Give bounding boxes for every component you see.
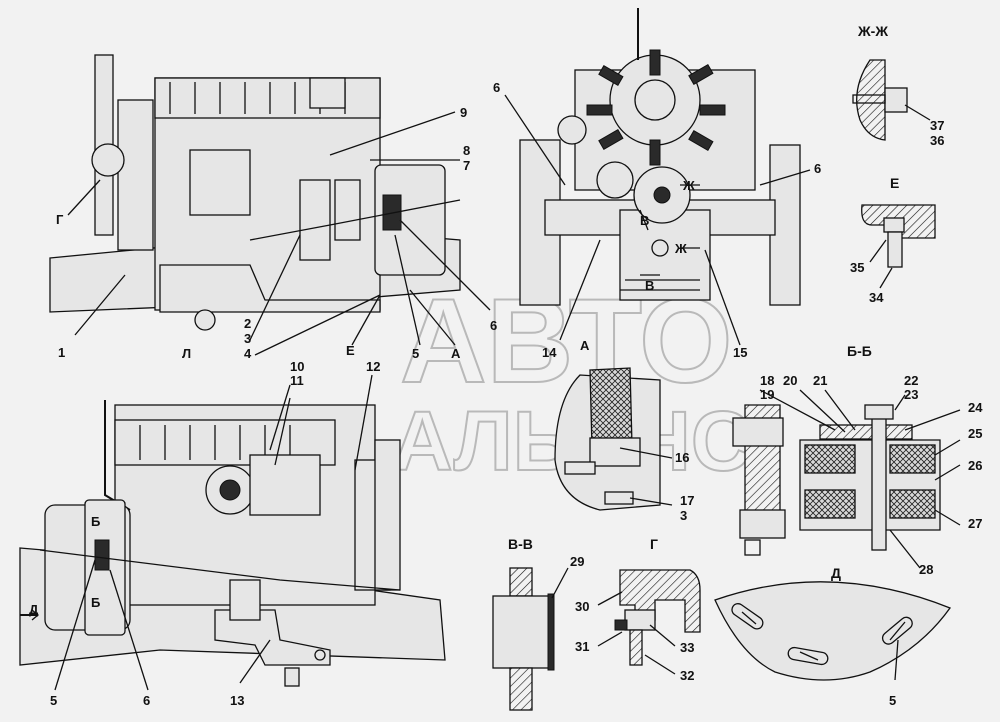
callout-31: 31 bbox=[575, 639, 589, 654]
callout-34: 34 bbox=[869, 290, 884, 305]
title-b-b: Б-Б bbox=[847, 343, 872, 359]
callout-5b: 5 bbox=[50, 693, 57, 708]
callout-36: 36 bbox=[930, 133, 944, 148]
callout-12: 12 bbox=[366, 359, 380, 374]
callout-18: 18 bbox=[760, 373, 774, 388]
callout-30: 30 bbox=[575, 599, 589, 614]
marker-d: Д bbox=[29, 602, 39, 617]
callout-5a: 5 bbox=[412, 346, 419, 361]
callout-6a: 6 bbox=[490, 318, 497, 333]
callout-28: 28 bbox=[919, 562, 933, 577]
section-zh-zh bbox=[852, 59, 931, 141]
callout-27: 27 bbox=[968, 516, 982, 531]
callout-17: 17 bbox=[680, 493, 694, 508]
callout-25: 25 bbox=[968, 426, 982, 441]
callout-1: 1 bbox=[58, 345, 65, 360]
section-g bbox=[597, 569, 701, 675]
title-d: Д bbox=[831, 565, 841, 581]
callout-6b: 6 bbox=[493, 80, 500, 95]
callout-14: 14 bbox=[542, 345, 557, 360]
callout-6c: 6 bbox=[814, 161, 821, 176]
mount-detail-16 bbox=[554, 367, 673, 511]
callout-11: 11 bbox=[290, 373, 304, 388]
marker-a1: А bbox=[451, 346, 461, 361]
section-v-v bbox=[492, 567, 569, 711]
marker-a2: А bbox=[580, 338, 590, 353]
callout-6d: 6 bbox=[143, 693, 150, 708]
marker-b1: Б bbox=[91, 514, 100, 529]
marker-zh1: Ж bbox=[682, 178, 695, 193]
engine-front-view bbox=[504, 8, 811, 346]
callout-37: 37 bbox=[930, 118, 944, 133]
callout-19: 19 bbox=[760, 387, 774, 402]
callout-4: 4 bbox=[244, 346, 252, 361]
callout-23: 23 bbox=[904, 387, 918, 402]
callout-22: 22 bbox=[904, 373, 918, 388]
title-e: Е bbox=[890, 175, 899, 191]
callout-8: 8 bbox=[463, 143, 470, 158]
marker-v1: В bbox=[640, 213, 649, 228]
callout-10: 10 bbox=[290, 359, 304, 374]
engine-side-view-bottom bbox=[19, 374, 446, 691]
callout-16: 16 bbox=[675, 450, 689, 465]
callout-21: 21 bbox=[813, 373, 827, 388]
title-v-v: В-В bbox=[508, 536, 533, 552]
marker-v2: В bbox=[645, 278, 654, 293]
marker-zh2: Ж bbox=[674, 241, 687, 256]
marker-e: Е bbox=[346, 343, 355, 358]
engine-side-view-top bbox=[49, 54, 491, 356]
callout-35: 35 bbox=[850, 260, 864, 275]
callout-15: 15 bbox=[733, 345, 747, 360]
title-g: Г bbox=[650, 536, 658, 552]
section-b-b bbox=[732, 389, 961, 569]
callout-33: 33 bbox=[680, 640, 694, 655]
title-zh-zh: Ж-Ж bbox=[857, 23, 888, 39]
callout-13: 13 bbox=[230, 693, 244, 708]
marker-g: Г bbox=[56, 212, 64, 227]
section-e bbox=[861, 204, 936, 289]
callout-9: 9 bbox=[460, 105, 467, 120]
callout-7: 7 bbox=[463, 158, 470, 173]
callout-3b: 3 bbox=[680, 508, 687, 523]
callout-5c: 5 bbox=[889, 693, 896, 708]
marker-l: Л bbox=[182, 346, 191, 361]
callout-20: 20 bbox=[783, 373, 797, 388]
callout-3: 3 bbox=[244, 331, 251, 346]
callout-24: 24 bbox=[968, 400, 983, 415]
callout-2: 2 bbox=[244, 316, 251, 331]
view-d bbox=[714, 581, 952, 681]
callout-32: 32 bbox=[680, 668, 694, 683]
callout-26: 26 bbox=[968, 458, 982, 473]
marker-b2: Б bbox=[91, 595, 100, 610]
callout-29: 29 bbox=[570, 554, 584, 569]
